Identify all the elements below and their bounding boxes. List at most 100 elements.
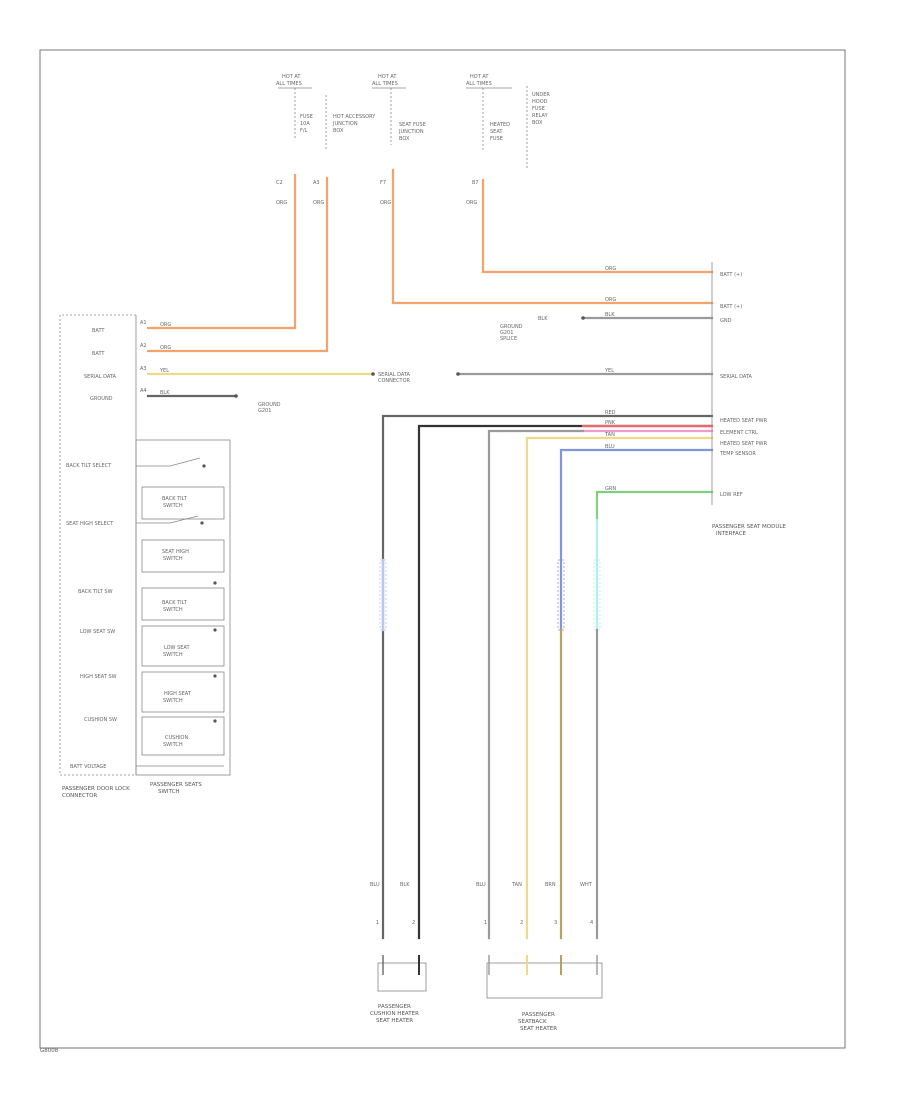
wire-gray-heater-3	[487, 429, 585, 940]
right-wire-color-3: YEL	[604, 368, 614, 374]
switch-sub-4: SWITCH	[163, 698, 183, 704]
fuse-group-1: HOT AT ALL TIMES FUSE 10A F/L HOT ACCESS…	[276, 74, 376, 150]
fuse-2-note-c1: SEAT FUSE	[399, 122, 426, 128]
heater-wire-label-4: BRN	[545, 882, 556, 888]
wire-blue-heater	[559, 448, 714, 632]
heater-pin-label-3: 2	[520, 920, 523, 926]
splice-node-1	[371, 372, 375, 376]
serial-connector-label: CONNECTOR	[378, 378, 411, 384]
left-module-title-2: CONNECTOR	[62, 793, 97, 799]
left-pin-2: SERIAL DATA	[84, 374, 117, 380]
fuse-3-note-e3: FUSE	[532, 106, 545, 112]
wire-orange-fuse2	[391, 168, 714, 305]
switch-sub-5: SWITCH	[163, 742, 183, 748]
right-wire-color-1: ORG	[605, 297, 616, 303]
switch-label-3: LOW SEAT	[164, 645, 190, 651]
right-pin-4: HEATED SEAT PWR	[720, 418, 768, 424]
fuse-3-note-d3: FUSE	[490, 136, 503, 142]
switch-input-3: LOW SEAT SW	[80, 629, 115, 635]
wire-label-3: ORG	[380, 200, 391, 206]
fuse-2-sub: ALL TIMES	[372, 81, 398, 87]
left-module-title-1: PASSENGER DOOR LOCK	[62, 786, 130, 792]
heater-wire-label-1: BLK	[400, 882, 410, 888]
switch-sub-1: SWITCH	[163, 556, 183, 562]
diagram-frame	[39, 49, 846, 1049]
fuse-3-note-e2: HOOD	[532, 99, 548, 105]
pin-label-4: B7	[472, 180, 479, 186]
right-wire-color-8: GRN	[605, 486, 616, 492]
fuse-group-2: HOT AT ALL TIMES SEAT FUSE JUNCTION BOX	[372, 74, 426, 145]
right-pin-1: BATT (+)	[720, 304, 742, 310]
wire-label-2: ORG	[313, 200, 324, 206]
diagram-id: G8008	[40, 1048, 59, 1054]
ground-id-label: G201	[500, 330, 513, 336]
switch-label-4: HIGH SEAT	[164, 691, 192, 697]
splice-node-3	[581, 316, 585, 320]
heater-wire-label-3: TAN	[511, 882, 522, 888]
seat-switch-assembly: PASSENGER SEATS SWITCH BACK TILT SELECT …	[66, 439, 231, 795]
left-pin-num-0: A1	[140, 320, 147, 326]
wire-green-heater	[595, 490, 714, 522]
fuse-group-3: HOT AT ALL TIMES HEATED SEAT FUSE UNDER …	[466, 74, 550, 170]
left-heater-title-1: PASSENGER	[378, 1004, 411, 1010]
heater-wire-label-5: WHT	[580, 882, 593, 888]
switch-input-2: BACK TILT SW	[78, 589, 113, 595]
switch-input-1: SEAT HIGH SELECT	[66, 521, 114, 527]
left-pin-3: GROUND	[90, 396, 113, 402]
right-module-title-2: INTERFACE	[716, 531, 747, 537]
fuse-3-hot: HOT AT	[470, 74, 489, 80]
right-pin-5: ELEMENT CTRL	[720, 430, 758, 436]
left-pin-1: BATT	[92, 351, 105, 357]
heater-wire-label-2: BLU	[476, 882, 486, 888]
left-ground-label: GROUND	[258, 402, 281, 408]
fuse-3-note-e5: BOX	[532, 120, 543, 126]
splice-node-4	[234, 394, 238, 398]
right-wire-color-5: PNK	[605, 420, 616, 426]
switch-input-0: BACK TILT SELECT	[66, 463, 112, 469]
right-wire-color-4: RED	[605, 410, 616, 416]
heater-pin-label-2: 1	[484, 920, 487, 926]
switch-label-2: BACK TILT	[162, 600, 188, 606]
wire-orange-fuse1	[146, 173, 297, 330]
right-pin-6: HEATED SEAT PWR	[720, 441, 768, 447]
switch-input-6: BATT VOLTAGE	[70, 764, 106, 770]
wire-label-1: ORG	[276, 200, 287, 206]
wire-label-4: ORG	[466, 200, 477, 206]
right-pin-7: TEMP SENSOR	[719, 451, 756, 457]
wire-orange-fuse1b	[146, 176, 329, 353]
left-heater-title-3: SEAT HEATER	[376, 1018, 413, 1024]
fuse-2-hot: HOT AT	[378, 74, 397, 80]
pin-label-3: F7	[380, 180, 386, 186]
right-wire-color-6: TAN	[604, 432, 615, 438]
heater-wire-label-0: BLU	[370, 882, 380, 888]
switch-assembly-title-1: PASSENGER SEATS	[150, 782, 202, 788]
fuse-1-note-b1: HOT ACCESSORY	[333, 114, 376, 120]
switch-assembly-title-2: SWITCH	[158, 789, 180, 795]
fuse-3-note-d1: HEATED	[490, 122, 510, 128]
fuse-1-note-a1: FUSE	[300, 114, 313, 120]
right-pin-8: LOW REF	[720, 492, 743, 498]
wire-black-heater-1	[381, 414, 714, 940]
pin-label-1: C2	[276, 180, 283, 186]
left-wire-color-0: ORG	[160, 322, 171, 328]
right-seat-heater: PASSENGER SEATBACK SEAT HEATER	[486, 955, 603, 1032]
right-heater-title-3: SEAT HEATER	[520, 1026, 557, 1032]
ground-splice-label: SPLICE	[500, 336, 517, 342]
fuse-2-note-c3: BOX	[399, 136, 410, 142]
left-pin-0: BATT	[92, 328, 105, 334]
right-module: PASSENGER SEAT MODULE INTERFACE BATT (+)…	[604, 262, 786, 537]
pin-label-2: A3	[313, 180, 320, 186]
splice-node-2	[456, 372, 460, 376]
wire-orange-fuse3	[481, 178, 714, 274]
heater-pin-label-1: 2	[412, 920, 415, 926]
fuse-1-note-a2: 10A	[300, 121, 310, 127]
switch-sub-2: SWITCH	[163, 607, 183, 613]
left-pin-num-2: A3	[140, 366, 147, 372]
wire-tan-heater	[525, 436, 714, 940]
fuse-1-note-b3: BOX	[333, 128, 344, 134]
heater-pin-label-4: 3	[554, 920, 557, 926]
fuse-1-note-a3: F/L	[300, 128, 308, 134]
switch-label-5: CUSHION	[165, 735, 188, 741]
right-wire-color-0: ORG	[605, 266, 616, 272]
